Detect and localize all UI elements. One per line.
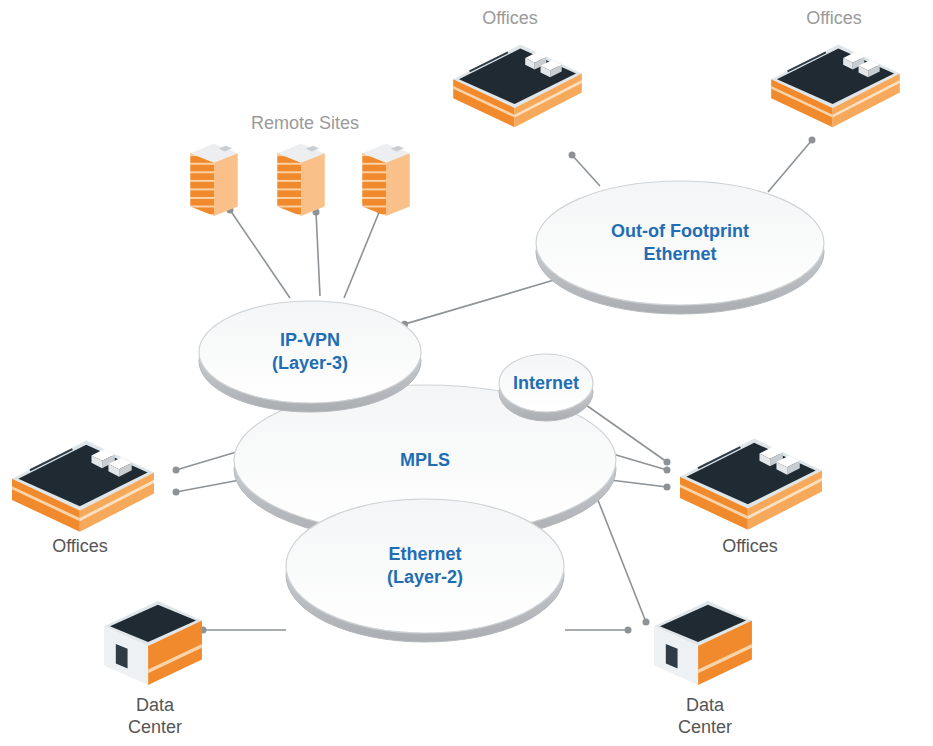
network-cloud: Internet	[498, 353, 594, 422]
data-center-building	[654, 601, 752, 685]
office-building	[680, 439, 822, 530]
office-building	[12, 441, 154, 532]
site-label: Data Center	[120, 694, 190, 738]
site-label: Offices	[690, 535, 810, 557]
site-label: Offices	[774, 7, 894, 29]
office-building	[771, 45, 900, 128]
site-label: Offices	[20, 535, 140, 557]
network-name: Ethernet (Layer-2)	[373, 543, 478, 589]
network-cloud: Out-of Footprint Ethernet	[535, 180, 825, 315]
remote-site-building	[277, 144, 325, 216]
network-name: Internet	[504, 372, 588, 395]
network-name: MPLS	[365, 449, 485, 472]
data-center-building	[104, 601, 202, 685]
network-cloud: Ethernet (Layer-2)	[285, 498, 565, 643]
site-label: Data Center	[670, 694, 740, 738]
site-label: Remote Sites	[225, 112, 385, 134]
link-line	[401, 278, 560, 327]
remote-site-building	[190, 144, 238, 216]
network-name: IP-VPN (Layer-3)	[258, 329, 363, 375]
site-label: Offices	[450, 7, 570, 29]
network-name: Out-of Footprint Ethernet	[588, 220, 773, 266]
remote-site-building	[362, 144, 410, 216]
office-building	[453, 45, 582, 128]
network-cloud: IP-VPN (Layer-3)	[198, 300, 422, 413]
